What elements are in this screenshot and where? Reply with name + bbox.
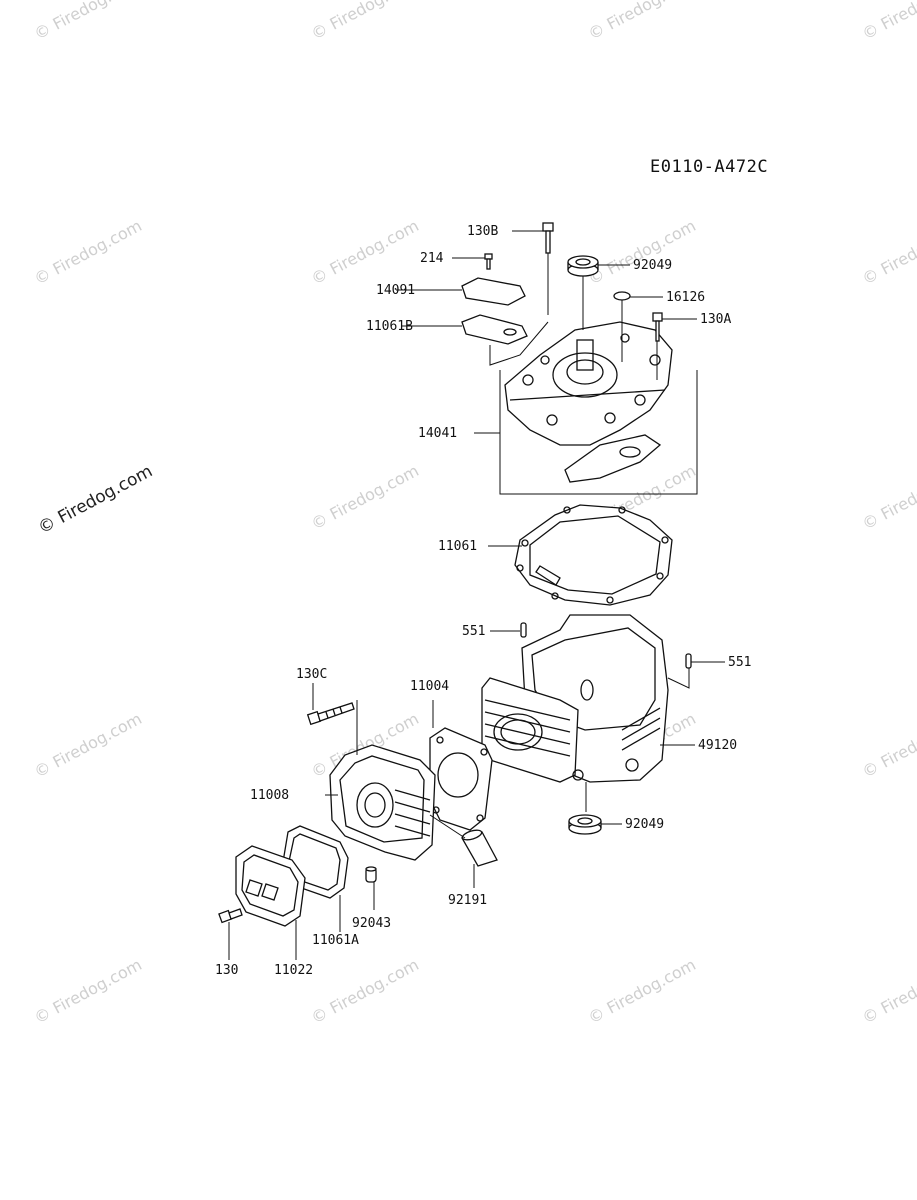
part-label-92049-top[interactable]: 92049 [633,258,672,273]
watermark-main: © Firedog.com [35,461,156,538]
part-label-92049-bottom[interactable]: 92049 [625,817,664,832]
part-label-14091[interactable]: 14091 [376,283,415,298]
part-label-14041[interactable]: 14041 [418,426,457,441]
watermark: © Firedog.com [859,709,917,782]
part-label-130[interactable]: 130 [215,963,238,978]
part-labels: 130B 214 92049 14091 16126 11061B 130A 1… [215,224,751,978]
part-label-92191[interactable]: 92191 [448,893,487,908]
watermark: © Firedog.com [859,955,917,1028]
watermark: © Firedog.com [31,955,145,1028]
part-label-11061a[interactable]: 11061A [312,933,359,948]
part-label-11004[interactable]: 11004 [410,679,449,694]
part-label-49120[interactable]: 49120 [698,738,737,753]
part-label-11061b[interactable]: 11061B [366,319,413,334]
part-label-11008[interactable]: 11008 [250,788,289,803]
bolt-130c[interactable] [306,702,355,726]
watermark: © Firedog.com [585,216,699,289]
watermark: © Firedog.com [31,216,145,289]
part-label-551-right[interactable]: 551 [728,655,751,670]
watermark: © Firedog.com [859,216,917,289]
cylinder-head[interactable] [329,744,436,861]
watermark: © Firedog.com [585,0,699,44]
plug-16126[interactable] [613,291,631,301]
leader-lines [312,230,725,825]
pipe-92191[interactable] [461,828,498,867]
watermark: © Firedog.com [308,461,422,534]
crankcase-gasket[interactable] [514,504,673,606]
dowel-pin-left[interactable] [520,622,527,638]
part-label-130c[interactable]: 130C [296,667,327,682]
part-label-130a[interactable]: 130A [700,312,731,327]
breather-gasket[interactable] [461,314,528,345]
cylinder-head-group [329,744,436,861]
oil-seal-bottom[interactable] [568,814,602,835]
oil-seal-top[interactable] [567,255,599,277]
watermark: © Firedog.com [31,709,145,782]
watermark: © Firedog.com [585,955,699,1028]
rocker-cover-group [235,845,306,927]
pin-92043[interactable] [365,866,377,883]
part-label-130b[interactable]: 130B [467,224,498,239]
part-label-16126[interactable]: 16126 [666,290,705,305]
watermark: © Firedog.com [859,0,917,44]
part-label-92043[interactable]: 92043 [352,916,391,931]
part-label-551-left[interactable]: 551 [462,624,485,639]
watermark: © Firedog.com [308,216,422,289]
crankcase-group [481,614,669,783]
dowel-pin-right[interactable] [685,653,692,669]
part-label-11022[interactable]: 11022 [274,963,313,978]
watermark: © Firedog.com [308,955,422,1028]
part-label-11061[interactable]: 11061 [438,539,477,554]
bolt-130[interactable] [218,908,243,924]
crankcase-cover-group [474,321,698,495]
screw-214[interactable] [484,253,493,270]
watermark: © Firedog.com [308,0,422,44]
watermark: © Firedog.com [859,461,917,534]
watermark: © Firedog.com [31,0,145,44]
bolt-130b[interactable] [542,222,554,254]
part-label-214[interactable]: 214 [420,251,444,266]
cover-gasket [564,434,662,483]
breather-plate[interactable] [461,277,526,306]
diagram-code: E0110-A472C [650,157,768,177]
